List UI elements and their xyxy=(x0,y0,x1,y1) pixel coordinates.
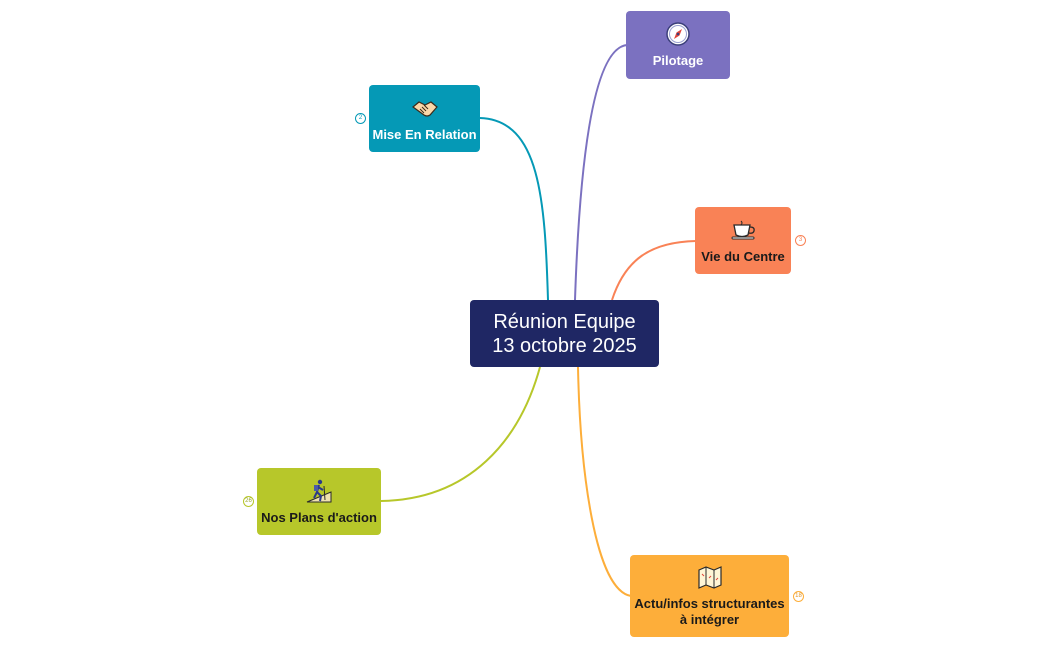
coffee-cup-icon xyxy=(731,220,755,239)
central-topic[interactable]: Réunion Equipe 13 octobre 2025 xyxy=(470,300,659,367)
topic-mise-en-relation-label: Mise En Relation xyxy=(372,126,477,142)
topic-plans-action-label: Nos Plans d'action xyxy=(261,509,377,525)
handshake-icon xyxy=(411,100,438,117)
topic-actu-infos[interactable]: Actu/infos structurantes à intégrer xyxy=(630,555,789,637)
topic-vie-du-centre[interactable]: Vie du Centre xyxy=(695,207,791,274)
connector-vie-du-centre xyxy=(611,240,697,301)
topic-pilotage-label: Pilotage xyxy=(652,53,704,68)
connector-mise-en-relation xyxy=(479,117,549,301)
topic-actu-infos-line2: à intégrer xyxy=(679,612,740,627)
central-topic-line1: Réunion Equipe xyxy=(493,310,636,333)
count-badge-actu-infos[interactable]: 18 xyxy=(793,591,804,602)
connector-actu-infos xyxy=(577,366,632,597)
central-topic-line2: 13 octobre 2025 xyxy=(492,334,637,357)
count-badge-plans-action[interactable]: 26 xyxy=(243,496,254,507)
compass-icon xyxy=(666,22,690,46)
connector-pilotage xyxy=(574,44,628,301)
topic-actu-infos-line1: Actu/infos structurantes xyxy=(634,596,785,611)
count-badge-vie-du-centre[interactable]: 3 xyxy=(795,235,806,246)
topic-pilotage[interactable]: Pilotage xyxy=(626,11,730,79)
topic-plans-action[interactable]: Nos Plans d'action xyxy=(257,468,381,535)
connector-plans-action xyxy=(379,366,541,502)
map-icon xyxy=(697,566,722,589)
topic-vie-du-centre-label: Vie du Centre xyxy=(701,248,785,264)
count-badge-mise-en-relation[interactable]: 2 xyxy=(355,113,366,124)
hiker-icon xyxy=(306,479,332,502)
topic-mise-en-relation[interactable]: Mise En Relation xyxy=(369,85,480,152)
